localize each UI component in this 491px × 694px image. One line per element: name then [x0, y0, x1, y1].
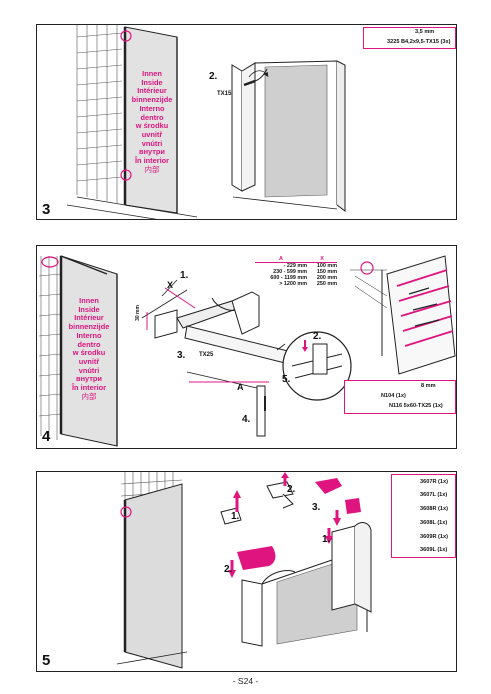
- inside-word: Intérieur: [74, 313, 104, 323]
- stabilizer-bar: [141, 279, 293, 437]
- callout-2b: 2.: [224, 564, 233, 575]
- instruction-sheet: [386, 255, 456, 375]
- overview-sketch: [350, 261, 388, 356]
- mark-top: [120, 30, 132, 42]
- inside-word: Innen: [142, 69, 162, 78]
- step-4-illustration: [38, 255, 456, 447]
- step-3-panel: Innen Inside Intérieur binnenzijde Inter…: [36, 24, 457, 220]
- dimension-table: A X - 229 mm 100 mm 230 - 599 mm 150 mm …: [255, 256, 337, 287]
- inside-word: În interior: [71, 383, 107, 393]
- step-number: 5: [42, 652, 51, 669]
- table-header-x: X: [320, 256, 324, 262]
- inside-word: Innen: [79, 296, 99, 305]
- inside-word: vnútri: [141, 138, 163, 148]
- table-header-a: A: [279, 256, 283, 262]
- dim-30mm: 30 mm: [134, 305, 141, 321]
- table-row: > 1200 mm 250 mm: [279, 281, 337, 287]
- part-item: 3607L (1x): [420, 492, 448, 498]
- inside-word: 内部: [81, 391, 97, 401]
- step-5-illustration: [116, 472, 422, 669]
- inside-word: uvnitř: [141, 129, 163, 139]
- tool-label: TX25: [199, 352, 214, 358]
- callout-5: 5.: [282, 374, 291, 385]
- step-number: 3: [42, 201, 51, 218]
- parts-box-step4: 8 mm N104 (1x) N116 5x60-TX25 (1x): [344, 380, 456, 414]
- callout-1a: 1.: [231, 511, 240, 522]
- tile-wall: [76, 25, 123, 203]
- page-number: - S24 -: [232, 676, 259, 686]
- dim-x: X: [167, 280, 174, 290]
- tile-wall: [38, 256, 62, 440]
- cap-pink: [237, 546, 276, 570]
- callout-3: 3.: [312, 502, 321, 513]
- profile-assembly: [241, 522, 372, 647]
- inside-word: внутри: [76, 374, 102, 384]
- callout-2: 2.: [209, 71, 218, 82]
- inside-word: binnenzijde: [68, 322, 110, 332]
- drill-size: 3,5 mm: [415, 29, 435, 35]
- screw-spec: 3225 B4,2x9,5-TX15 (3x): [387, 39, 451, 45]
- table-row: - 229 mm 100 mm: [283, 263, 337, 269]
- parts-box-step5: 3607R (1x) 3607L (1x) 3608R (1x) 3608L (…: [391, 474, 456, 558]
- inside-word: 内部: [144, 164, 160, 174]
- tool-label: TX15: [217, 91, 232, 97]
- inside-word: внутри: [139, 147, 165, 157]
- callout-2a: 2.: [287, 484, 296, 495]
- table-row: 230 - 599 mm 150 mm: [273, 269, 337, 275]
- inside-word: binnenzijde: [131, 95, 173, 105]
- step-5-panel: 1. 2. 3. 1. 2. 3607R (1x) 3607L (1x) 360…: [36, 471, 457, 672]
- part-item: 3609L (1x): [420, 547, 448, 553]
- profile-detail: [231, 60, 346, 212]
- callout-4: 4.: [242, 414, 251, 425]
- drill-size: 8 mm: [421, 383, 436, 389]
- part-item: 3608L (1x): [420, 520, 448, 526]
- inside-word: Interno: [76, 330, 102, 340]
- part-item: 3607R (1x): [420, 479, 448, 485]
- parts-box-step3: 3,5 mm 3225 B4,2x9,5-TX15 (3x): [363, 27, 456, 49]
- inside-word: Intérieur: [137, 86, 167, 96]
- inside-word: dentro: [77, 339, 101, 349]
- step-3-illustration: [66, 25, 411, 219]
- inside-label-step4: Innen Inside Intérieur binnenzijde Inter…: [64, 296, 114, 401]
- mark-bottom: [120, 169, 132, 181]
- glass-panel: [124, 483, 183, 669]
- inside-word: Inside: [78, 304, 100, 314]
- step-number: 4: [42, 428, 51, 445]
- dim-a: A: [237, 382, 244, 392]
- step-4-panel: Innen Inside Intérieur binnenzijde Inter…: [36, 245, 457, 449]
- inside-word: În interior: [134, 156, 170, 166]
- inside-word: w środku: [72, 348, 106, 358]
- screw-spec: N116 5x60-TX25 (1x): [389, 403, 443, 409]
- plug-spec: N104 (1x): [381, 393, 406, 399]
- inside-word: dentro: [140, 112, 164, 122]
- callout-2: 2.: [313, 331, 322, 342]
- inside-word: uvnitř: [78, 356, 100, 366]
- inside-word: w środku: [135, 121, 169, 131]
- callout-1b: 1.: [322, 534, 331, 545]
- callout-1: 1.: [180, 270, 189, 281]
- glass-detail: [264, 64, 328, 198]
- callout-3: 3.: [177, 350, 186, 361]
- inside-word: Inside: [141, 77, 163, 87]
- part-item: 3608R (1x): [420, 506, 448, 512]
- part-item: 3609R (1x): [420, 534, 448, 540]
- inside-word: vnútri: [78, 365, 100, 375]
- inside-word: Interno: [139, 103, 165, 113]
- inside-label-step3: Innen Inside Intérieur binnenzijde Inter…: [128, 69, 176, 174]
- table-row: 600 - 1199 mm 200 mm: [270, 275, 337, 281]
